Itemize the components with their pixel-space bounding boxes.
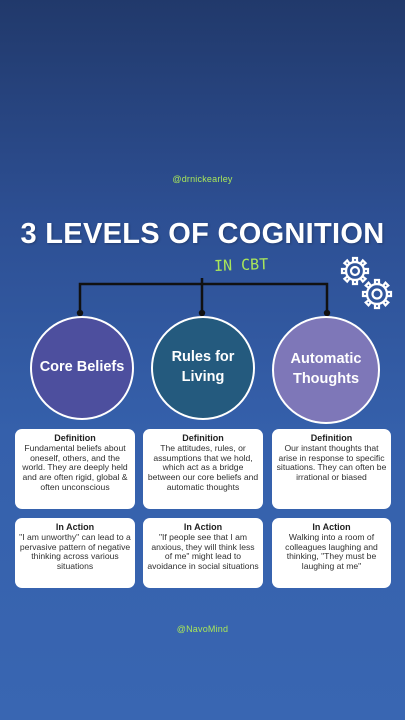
connector-dot-middle (198, 309, 206, 317)
connector-bracket (78, 282, 329, 312)
author-handle-top: @drnickearley (172, 174, 233, 184)
in-action-heading: In Action (312, 522, 351, 532)
definition-heading: Definition (310, 433, 353, 443)
automatic-thoughts-circle: Automatic Thoughts (272, 316, 380, 424)
in-action-text: "I am unworthy" can lead to a pervasive … (19, 532, 131, 571)
in-action-text: Walking into a room of colleagues laughi… (285, 532, 378, 571)
connector-dot-right (323, 309, 331, 317)
rules-for-living-definition-card: Definition The attitudes, rules, or assu… (143, 429, 263, 509)
in-action-text: "If people see that I am anxious, they w… (147, 532, 259, 571)
page-title: 3 LEVELS OF COGNITION (20, 218, 385, 250)
definition-text: Fundamental beliefs about oneself, other… (22, 443, 128, 492)
author-handle-bottom: @NavoMind (176, 624, 229, 634)
rules-for-living-label: Rules for Living (171, 349, 235, 385)
core-beliefs-circle: Core Beliefs (30, 316, 134, 420)
core-beliefs-in-action-card: In Action "I am unworthy" can lead to a … (15, 518, 135, 588)
automatic-thoughts-label: Automatic Thoughts (290, 351, 362, 387)
connector-dot-left (76, 309, 84, 317)
rules-for-living-circle: Rules for Living (151, 316, 255, 420)
automatic-thoughts-in-action-card: In Action Walking into a room of colleag… (272, 518, 391, 588)
rules-for-living-in-action-card: In Action "If people see that I am anxio… (143, 518, 263, 588)
in-action-heading: In Action (183, 522, 223, 532)
core-beliefs-definition-card: Definition Fundamental beliefs about one… (15, 429, 135, 509)
definition-heading: Definition (182, 433, 224, 443)
definition-heading: Definition (54, 433, 96, 443)
core-beliefs-label: Core Beliefs (39, 359, 125, 376)
definition-text: The attitudes, rules, or assumptions tha… (147, 443, 259, 492)
in-action-heading: In Action (55, 522, 95, 532)
gears-icon (340, 256, 393, 310)
automatic-thoughts-definition-card: Definition Our instant thoughts that ari… (272, 429, 391, 509)
definition-text: Our instant thoughts that arise in respo… (276, 443, 387, 482)
